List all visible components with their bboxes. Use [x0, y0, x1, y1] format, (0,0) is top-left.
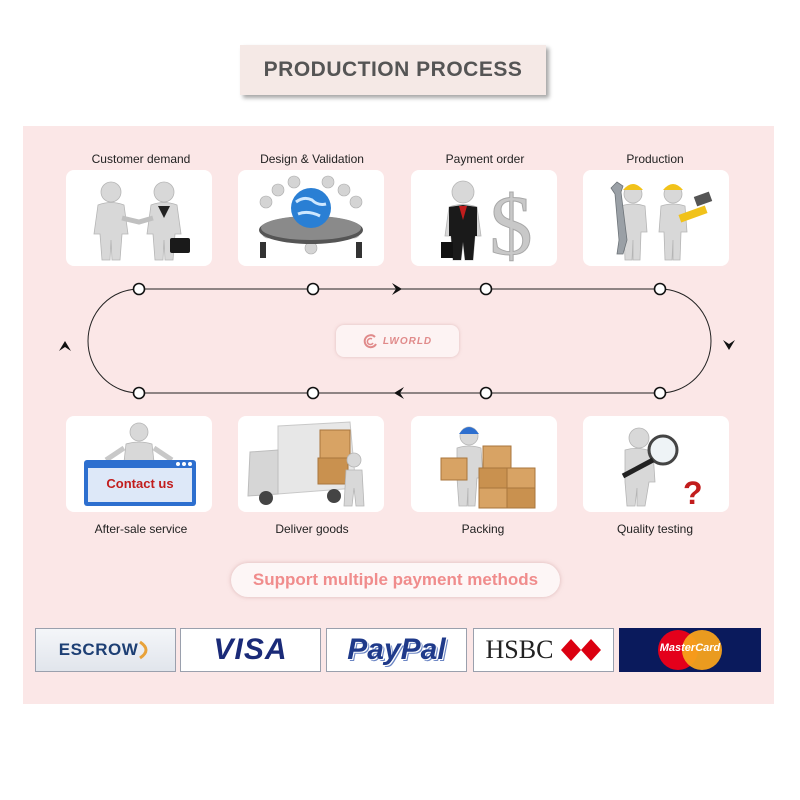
- escrow-swoosh-icon: [139, 640, 148, 660]
- logo-text: LWORLD: [382, 335, 433, 347]
- deliver-goods-illustration: [238, 416, 384, 512]
- step-label-design-validation: Design & Validation: [260, 152, 364, 166]
- step-label-quality-testing: Quality testing: [616, 522, 694, 536]
- payment-order-illustration: $: [411, 170, 557, 266]
- packing-illustration: [411, 416, 557, 512]
- hsbc-hexagon-icon: [561, 639, 602, 661]
- step-label-payment-order: Payment order: [445, 152, 525, 166]
- mastercard-logo: MasterCard: [619, 628, 761, 672]
- svg-text:$: $: [490, 177, 533, 266]
- step-label-packing: Packing: [461, 522, 505, 536]
- payment-methods-heading: Support multiple payment methods: [231, 563, 560, 597]
- company-logo: LWORLD: [336, 325, 459, 357]
- title-banner: PRODUCTION PROCESS: [240, 45, 546, 95]
- design-validation-illustration: [238, 170, 384, 266]
- payment-methods-text: Support multiple payment methods: [252, 570, 539, 589]
- step-label-deliver-goods: Deliver goods: [275, 522, 349, 536]
- hsbc-logo: HSBC: [473, 628, 614, 672]
- customer-demand-illustration: [66, 170, 212, 266]
- after-sale-service-illustration: Contact us: [66, 416, 212, 512]
- paypal-logo: PayPal: [326, 628, 467, 672]
- page-title: PRODUCTION PROCESS: [263, 58, 523, 81]
- production-illustration: [583, 170, 729, 266]
- mastercard-circles-icon: MasterCard: [658, 630, 722, 670]
- mastercard-label: MasterCard: [659, 642, 721, 654]
- quality-testing-illustration: ?: [583, 416, 729, 512]
- visa-logo: VISA: [180, 628, 321, 672]
- svg-text:?: ?: [683, 475, 703, 511]
- visa-label: VISA: [213, 633, 288, 666]
- hsbc-label: HSBC: [485, 635, 554, 664]
- escrow-logo: ESCROW: [35, 628, 176, 672]
- step-label-production: Production: [626, 152, 684, 166]
- contact-us-sign: Contact us: [106, 476, 174, 491]
- escrow-label: ESCROW: [58, 640, 139, 659]
- step-label-after-sale-service: After-sale service: [94, 522, 188, 536]
- step-label-customer-demand: Customer demand: [91, 152, 191, 166]
- logo-swirl-icon: [363, 334, 377, 349]
- paypal-label: PayPal: [347, 633, 446, 666]
